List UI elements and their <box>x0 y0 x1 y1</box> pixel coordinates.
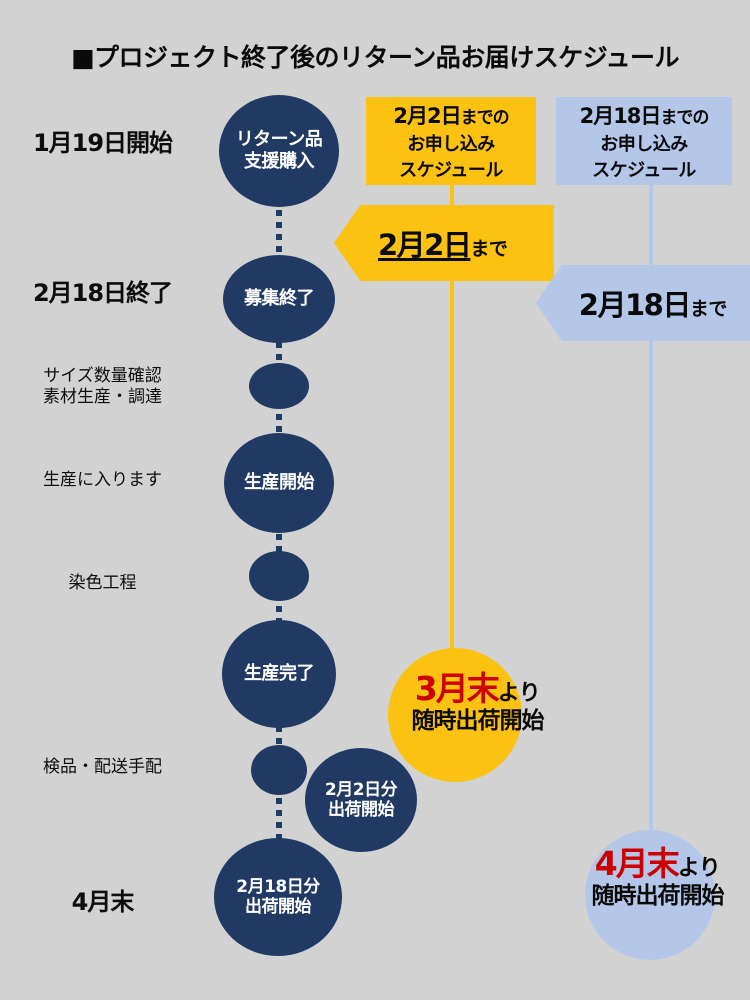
yellow-arrow-suffix: まで <box>470 238 508 260</box>
timeline-node-dyeing[interactable] <box>249 551 309 601</box>
yellow-outcome-text: 3月末より 随時出荷開始 <box>370 668 585 736</box>
timeline-node-inspection[interactable] <box>251 745 307 795</box>
stage-label-size-material: サイズ数量確認 素材生産・調達 <box>43 366 162 408</box>
blue-outcome-yori: より <box>677 856 721 881</box>
yellow-outcome-bubble <box>388 648 522 782</box>
blue-header-suffix: までの <box>660 108 709 128</box>
yellow-header-line1: 2月2日までの <box>393 100 510 130</box>
yellow-outcome-month: 3月末 <box>414 669 500 708</box>
yellow-arrow-text: 2月2日まで <box>334 222 508 264</box>
timeline-node-label: 生産開始 <box>244 472 315 494</box>
blue-header-date: 2月18日 <box>579 104 662 128</box>
timeline-node-return-purchase[interactable]: リターン品 支援購入 <box>219 95 339 207</box>
blue-outcome-bubble <box>585 830 715 960</box>
blue-outcome-text: 4月末より 随時出荷開始 <box>565 843 750 911</box>
timeline-node-size-material[interactable] <box>249 363 309 409</box>
timeline-node-label: 募集終了 <box>244 288 315 310</box>
yellow-schedule-header: 2月2日までの お申し込み スケジュール <box>366 97 536 185</box>
blue-schedule-header: 2月18日までの お申し込み スケジュール <box>556 97 732 185</box>
timeline-node-label: 2月18日分 出荷開始 <box>236 876 320 917</box>
yellow-arrow-date: 2月2日 <box>378 228 472 262</box>
stage-label-start: 1月19日開始 <box>32 129 173 157</box>
blue-deadline-arrow: 2月18日まで <box>536 265 750 341</box>
yellow-header-line2: お申し込み <box>407 134 495 155</box>
yellow-header-suffix: までの <box>460 108 510 128</box>
blue-header-line3: スケジュール <box>592 160 696 181</box>
stage-label-april-end: 4月末 <box>71 888 135 916</box>
stage-label-production-entry: 生産に入ります <box>43 470 162 490</box>
yellow-header-date: 2月2日 <box>393 104 461 128</box>
timeline-node-ship-feb2[interactable]: 2月2日分 出荷開始 <box>305 748 417 852</box>
blue-header-line1: 2月18日までの <box>579 100 710 130</box>
timeline-node-label: 生産完了 <box>244 663 315 685</box>
yellow-header-line3: スケジュール <box>399 160 503 181</box>
timeline-node-label: 2月2日分 出荷開始 <box>324 779 398 820</box>
stage-label-inspection-shipping: 検品・配送手配 <box>43 757 162 777</box>
stage-label-dyeing: 染色工程 <box>68 573 137 593</box>
yellow-branch-line <box>450 180 454 680</box>
timeline-node-label: リターン品 支援購入 <box>235 129 323 172</box>
blue-arrow-date: 2月18日 <box>578 288 692 322</box>
blue-arrow-suffix: まで <box>689 298 728 320</box>
page-title: ■プロジェクト終了後のリターン品お届けスケジュール <box>70 43 680 72</box>
blue-outcome-line2: 随時出荷開始 <box>591 883 725 910</box>
blue-header-line2: お申し込み <box>600 134 688 155</box>
timeline-node-ship-feb18[interactable]: 2月18日分 出荷開始 <box>214 838 342 956</box>
yellow-outcome-yori: より <box>497 681 541 706</box>
yellow-deadline-arrow: 2月2日まで <box>334 205 554 281</box>
timeline-node-production-complete[interactable]: 生産完了 <box>222 620 336 728</box>
yellow-outcome-line2: 随時出荷開始 <box>411 708 545 735</box>
timeline-node-recruitment-end[interactable]: 募集終了 <box>223 255 335 343</box>
blue-outcome-month: 4月末 <box>594 844 680 883</box>
timeline-node-production-start[interactable]: 生産開始 <box>224 433 334 533</box>
blue-arrow-text: 2月18日まで <box>536 282 728 324</box>
blue-branch-line <box>649 180 653 860</box>
stage-label-end: 2月18日終了 <box>32 279 173 307</box>
